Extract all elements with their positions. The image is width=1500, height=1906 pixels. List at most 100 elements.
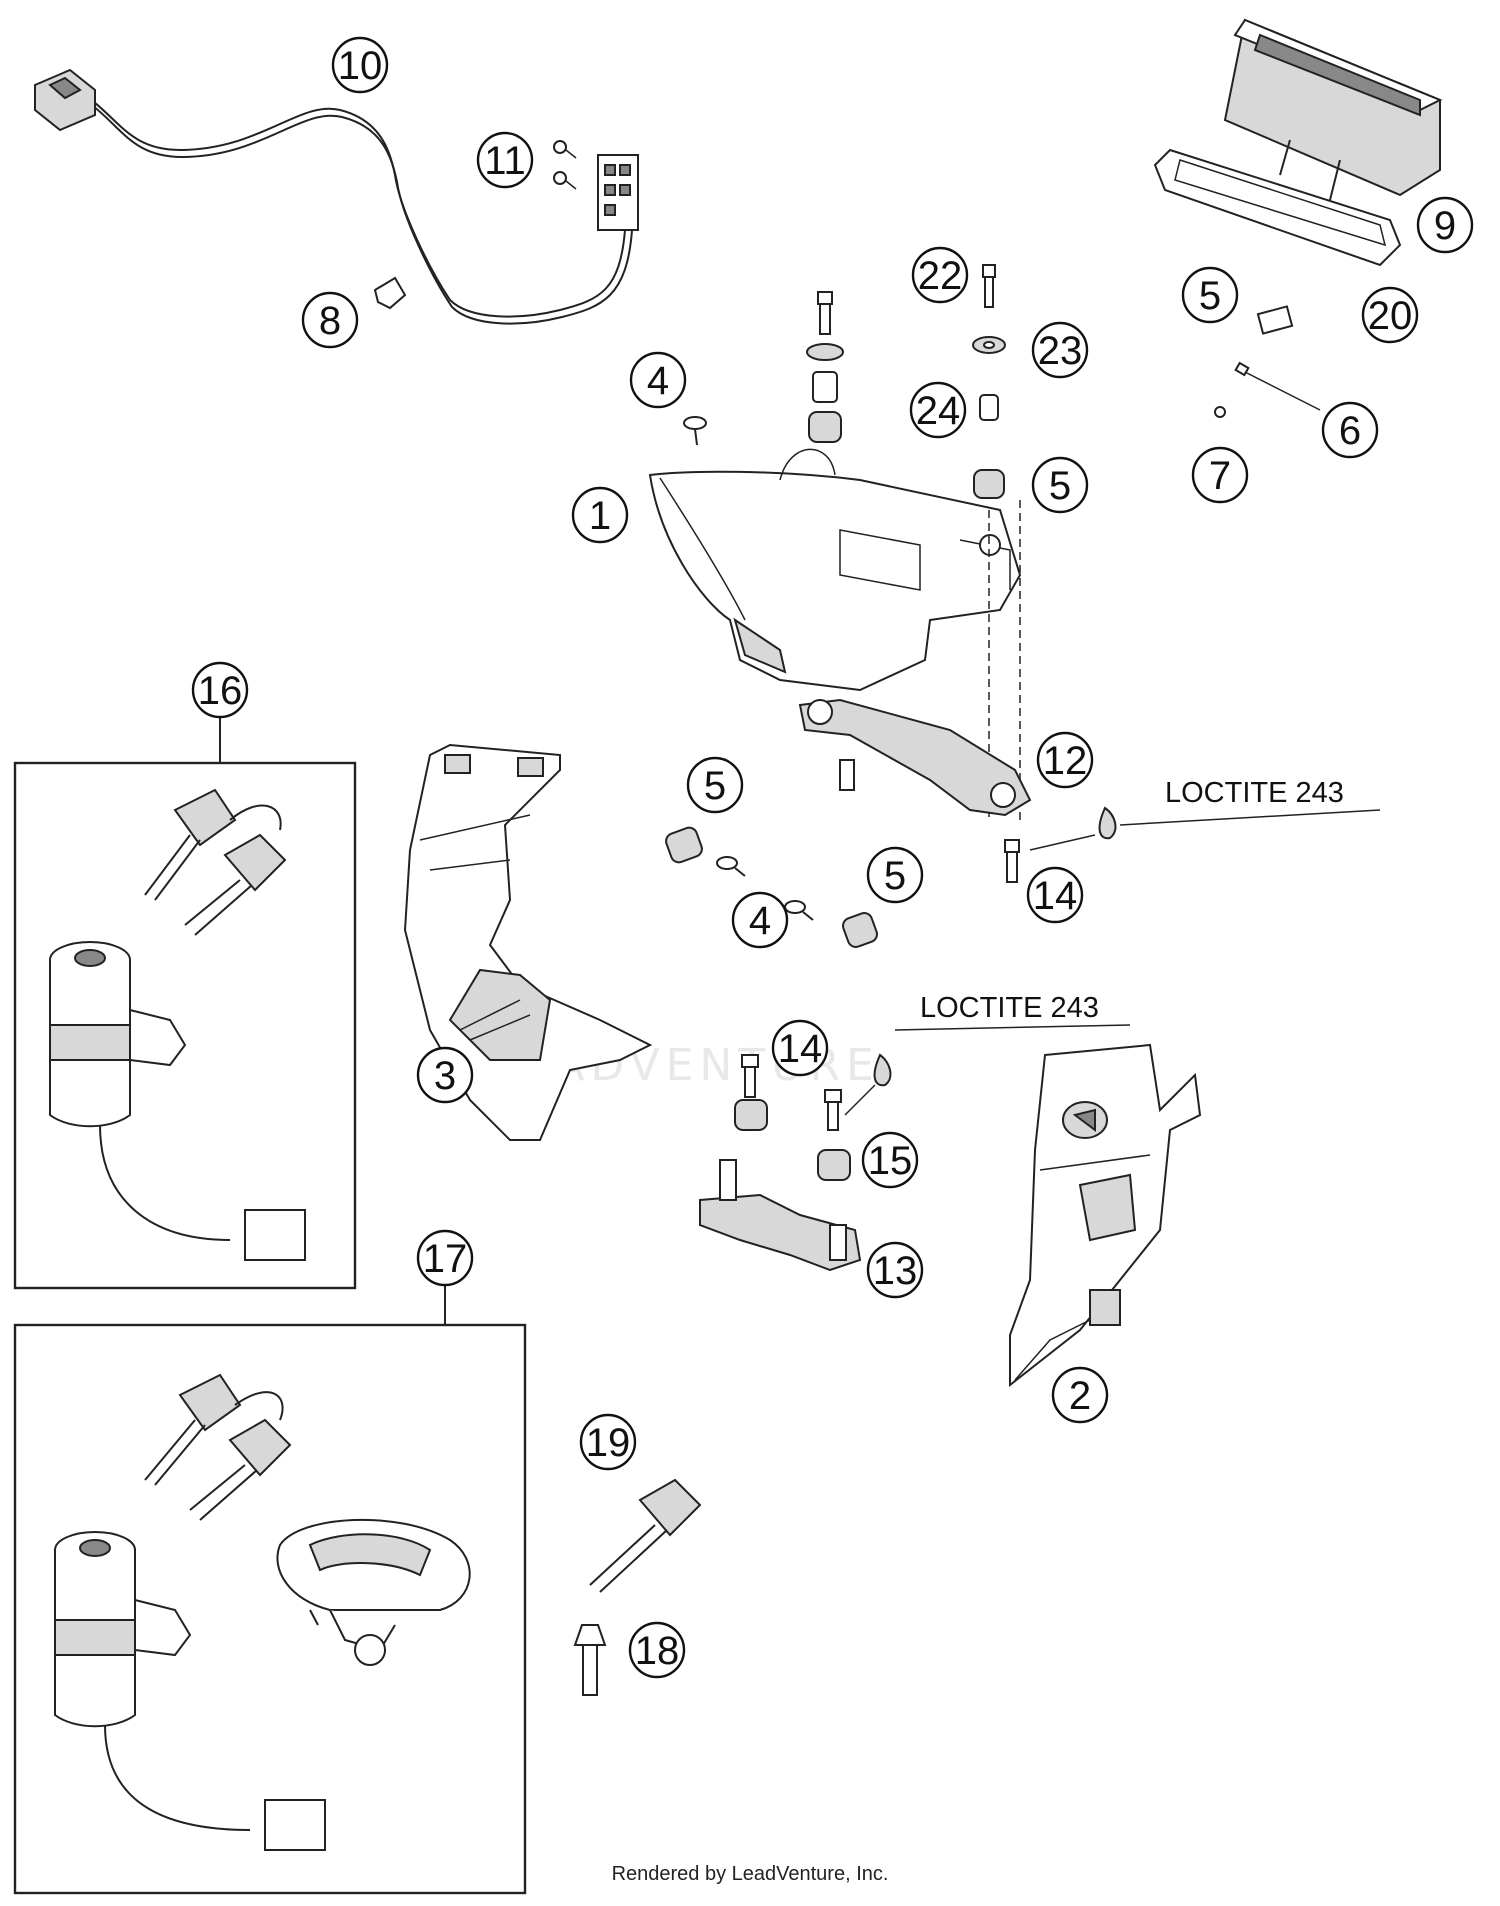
callout-16: 16 — [191, 661, 249, 719]
loctite-note-upper: LOCTITE 243 — [1165, 777, 1344, 809]
callout-8: 8 — [301, 291, 359, 349]
bolt-22 — [982, 264, 996, 308]
callout-7: 7 — [1191, 446, 1249, 504]
grommet-5-lower — [734, 1099, 768, 1131]
callout-13: 13 — [866, 1241, 924, 1299]
svg-text:15: 15 — [868, 1139, 913, 1183]
bracket-13 — [699, 1159, 862, 1272]
ignition-lock-17 — [54, 1531, 326, 1851]
callout-5c: 5 — [686, 756, 744, 814]
callout-5b: 5 — [1181, 266, 1239, 324]
svg-text:7: 7 — [1209, 454, 1231, 498]
callout-23: 23 — [1031, 321, 1089, 379]
bolt-14-upper — [1004, 839, 1020, 883]
svg-text:24: 24 — [916, 389, 961, 433]
callout-10: 10 — [331, 36, 389, 94]
ignition-lock-16 — [49, 941, 306, 1261]
key-17a — [144, 1373, 242, 1486]
callout-1: 1 — [571, 486, 629, 544]
bolt-14-lower — [741, 1054, 842, 1131]
callout-18: 18 — [628, 1621, 686, 1679]
callout-11: 11 — [476, 131, 534, 189]
callout-5d: 5 — [866, 846, 924, 904]
grommet-5-mid-left — [665, 826, 703, 864]
svg-text:20: 20 — [1368, 294, 1413, 338]
fairing-1 — [648, 448, 1022, 692]
svg-text:23: 23 — [1038, 329, 1083, 373]
key-17b — [189, 1418, 292, 1521]
fuel-cap-17 — [276, 1518, 471, 1666]
svg-text:10: 10 — [338, 44, 383, 88]
grommet-5-upper — [973, 469, 1005, 499]
svg-text:2: 2 — [1069, 1374, 1091, 1418]
callout-14b: 14 — [771, 1019, 829, 1077]
svg-text:14: 14 — [778, 1027, 823, 1071]
key-16a — [144, 788, 237, 901]
callout-2: 2 — [1051, 1366, 1109, 1424]
loctite-drop-upper — [1029, 806, 1381, 851]
side-panel-2 — [1009, 1043, 1202, 1388]
callout-24: 24 — [909, 381, 967, 439]
bolt-18 — [573, 1624, 607, 1696]
instrument-cluster — [1153, 18, 1443, 267]
callout-19: 19 — [579, 1413, 637, 1471]
svg-text:5: 5 — [704, 764, 726, 808]
callout-17: 17 — [416, 1229, 474, 1287]
clip-5-right — [1256, 305, 1294, 335]
sleeve-24 — [979, 394, 999, 421]
svg-text:LOCTITE 243: LOCTITE 243 — [920, 992, 1099, 1024]
callout-3: 3 — [416, 1046, 474, 1104]
svg-text:8: 8 — [319, 299, 341, 343]
bolt-stack-left — [806, 291, 844, 443]
loctite-drop-lower — [844, 1024, 1131, 1116]
clip-8 — [373, 276, 407, 310]
svg-text:3: 3 — [434, 1054, 456, 1098]
svg-text:9: 9 — [1434, 204, 1456, 248]
bulb-7 — [1214, 406, 1226, 418]
screw-4-upper — [683, 416, 707, 446]
cable-6 — [1234, 361, 1321, 411]
callout-4a: 4 — [629, 351, 687, 409]
svg-text:12: 12 — [1043, 739, 1088, 783]
callout-22: 22 — [911, 246, 969, 304]
callout-14a: 14 — [1026, 866, 1084, 924]
callout-5a: 5 — [1031, 456, 1089, 514]
callout-15: 15 — [861, 1131, 919, 1189]
svg-text:4: 4 — [647, 359, 669, 403]
wiring-harness — [34, 68, 639, 325]
screws-11 — [553, 140, 577, 190]
grommet-5-mid-right — [842, 912, 878, 948]
svg-text:13: 13 — [873, 1249, 918, 1293]
callout-4b: 4 — [731, 891, 789, 949]
kit-box-17 — [13, 1285, 527, 1895]
callout-9: 9 — [1416, 196, 1474, 254]
screw-4-mid — [716, 856, 814, 921]
svg-text:19: 19 — [586, 1421, 631, 1465]
svg-text:16: 16 — [198, 669, 243, 713]
callout-12: 12 — [1036, 731, 1094, 789]
callout-20: 20 — [1361, 286, 1419, 344]
bracket-12 — [798, 698, 1032, 817]
svg-text:5: 5 — [1049, 464, 1071, 508]
key-19 — [589, 1478, 702, 1593]
svg-text:22: 22 — [918, 254, 963, 298]
svg-text:LOCTITE 243: LOCTITE 243 — [1165, 777, 1344, 809]
key-16b — [184, 833, 287, 936]
svg-text:4: 4 — [749, 899, 771, 943]
svg-text:14: 14 — [1033, 874, 1078, 918]
kit-box-16 — [13, 716, 357, 1290]
grommet-15 — [817, 1149, 851, 1181]
svg-text:17: 17 — [423, 1237, 468, 1281]
svg-text:5: 5 — [1199, 274, 1221, 318]
washer-23 — [972, 336, 1006, 354]
svg-text:1: 1 — [589, 494, 611, 538]
callout-6: 6 — [1321, 401, 1379, 459]
svg-text:6: 6 — [1339, 409, 1361, 453]
loctite-note-lower: LOCTITE 243 — [920, 992, 1099, 1024]
side-panel-3 — [403, 743, 653, 1141]
svg-text:11: 11 — [484, 139, 526, 183]
svg-text:5: 5 — [884, 854, 906, 898]
footer-credit: Rendered by LeadVenture, Inc. — [612, 1863, 889, 1885]
svg-text:18: 18 — [635, 1629, 680, 1673]
